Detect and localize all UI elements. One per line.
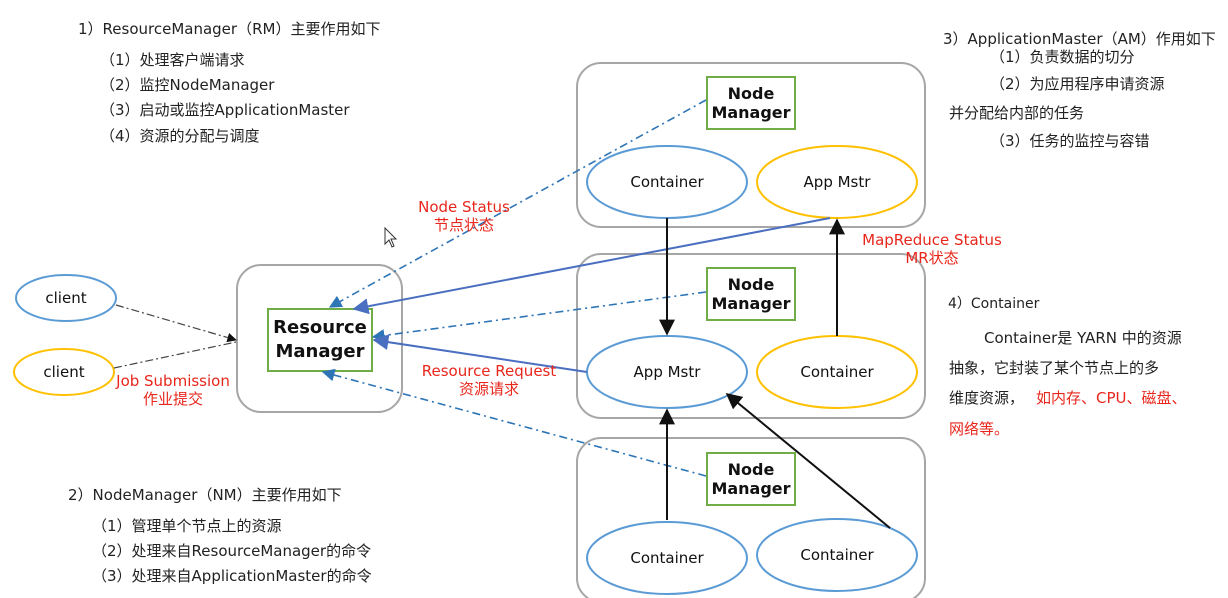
job-submission-zh: 作业提交	[142, 390, 203, 408]
rm-note-item: （1）处理客户端请求	[100, 51, 245, 69]
resource-manager-label: Resource Manager	[268, 316, 372, 364]
container-notes-heading: 4）Container	[948, 296, 1040, 312]
am-notes-heading: 3）ApplicationMaster（AM）作用如下	[943, 30, 1216, 48]
am-note-item: （2）为应用程序申请资源	[990, 75, 1165, 93]
mr-status-en: MapReduce Status	[862, 231, 1002, 249]
rm-label-top: Resource	[273, 317, 367, 338]
nm-label-line: Manager	[711, 294, 791, 313]
client2-to-rm-line	[113, 341, 237, 369]
rm-label-bottom: Manager	[275, 341, 365, 362]
container-label: Container	[800, 546, 874, 564]
resource-request-en: Resource Request	[421, 362, 557, 380]
nm-label-line: Manager	[711, 479, 791, 498]
nm-label-line: Node	[727, 460, 775, 479]
rm-box	[267, 308, 373, 372]
am-note-item: 并分配给内部的任务	[949, 104, 1085, 122]
container-note-line: Container是 YARN 中的资源	[984, 329, 1182, 347]
container-label: Container	[630, 173, 704, 191]
rm-note-item: （2）监控NodeManager	[100, 76, 275, 94]
client-label: client	[43, 363, 85, 381]
resource-request-label: Resource Request 资源请求	[414, 362, 564, 398]
container-ellipse-bottom-right	[756, 518, 918, 592]
node-manager-label-top: Node Manager	[707, 84, 795, 122]
container-note-highlight: 网络等。	[949, 420, 1010, 438]
nm-notes-heading: 2）NodeManager（NM）主要作用如下	[68, 486, 342, 504]
container-label: Container	[630, 549, 704, 567]
bottom-right-container-to-appmstr-arrow	[725, 392, 891, 529]
app-mstr-label: App Mstr	[803, 173, 871, 191]
client-ellipse-2	[13, 348, 115, 396]
app-mstr-label: App Mstr	[633, 363, 701, 381]
appmstr-ellipse-top	[756, 145, 918, 219]
nm-note-item: （1）管理单个节点上的资源	[92, 517, 282, 535]
rm-notes-heading: 1）ResourceManager（RM）主要作用如下	[78, 20, 381, 38]
resource-request-zh: 资源请求	[458, 380, 519, 398]
node-status-line-bottom	[321, 368, 707, 477]
rm-note-item: （4）资源的分配与调度	[100, 127, 260, 145]
container-note-line: 抽象，它封装了某个节点上的多	[949, 359, 1160, 377]
mr-status-zh: MR状态	[905, 249, 959, 267]
am-note-item: （3）任务的监控与容错	[990, 132, 1150, 150]
nm-label-line: Node	[727, 275, 775, 294]
node-status-label: Node Status 节点状态	[404, 198, 524, 234]
mr-status-label: MapReduce Status MR状态	[852, 231, 1012, 267]
container-note-highlight: 如内存、CPU、磁盘、	[1036, 389, 1187, 407]
nm-note-item: （3）处理来自ApplicationMaster的命令	[92, 567, 372, 585]
job-submission-en: Job Submission	[116, 372, 230, 390]
container-label: Container	[800, 363, 874, 381]
node-manager-label-middle: Node Manager	[707, 275, 795, 313]
client-ellipse-1	[15, 274, 117, 322]
node-status-en: Node Status	[418, 198, 510, 216]
nm-label-line: Node	[727, 84, 775, 103]
node-manager-label-bottom: Node Manager	[707, 460, 795, 498]
mouse-cursor-icon	[384, 226, 398, 248]
nm-note-item: （2）处理来自ResourceManager的命令	[92, 542, 372, 560]
client1-to-rm-line	[115, 304, 237, 343]
nm-label-line: Manager	[711, 103, 791, 122]
rm-note-item: （3）启动或监控ApplicationMaster	[100, 101, 350, 119]
nm-box-bottom	[706, 452, 796, 506]
container-note-line: 维度资源，	[949, 389, 1025, 407]
nm-box-middle	[706, 267, 796, 321]
mr-status-line	[352, 217, 831, 315]
client-label: client	[45, 289, 87, 307]
job-submission-label: Job Submission 作业提交	[106, 372, 240, 408]
node-status-line-middle	[371, 291, 707, 342]
container-ellipse-bottom-left	[586, 521, 748, 595]
am-note-item: （1）负责数据的切分	[990, 48, 1135, 66]
nm-box-top	[706, 76, 796, 130]
node-status-zh: 节点状态	[433, 216, 494, 234]
resource-request-line	[372, 334, 588, 373]
